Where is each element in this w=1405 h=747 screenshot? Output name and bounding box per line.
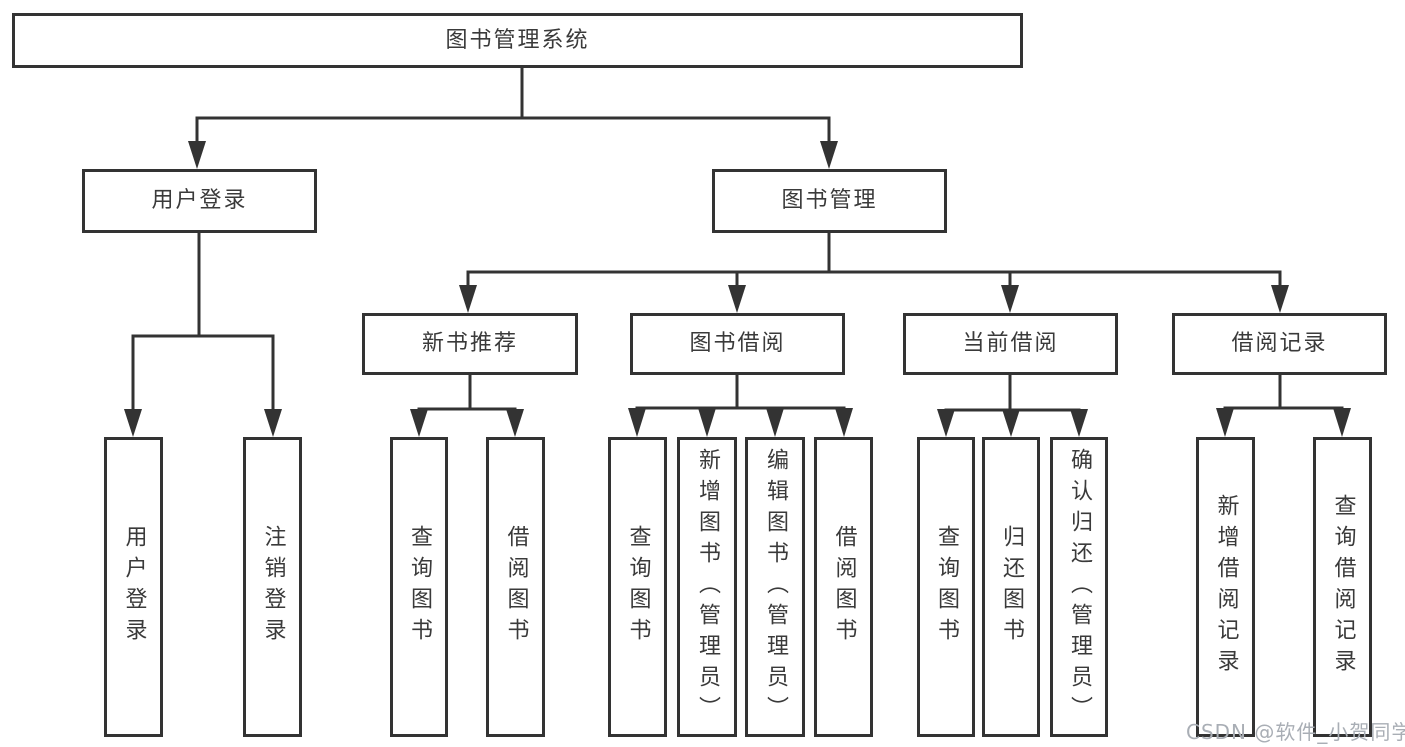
node-book-borrow: 图书借阅: [630, 313, 845, 375]
node-user-login: 用户登录: [82, 169, 317, 233]
leaf-user-login: 用户登录: [104, 437, 163, 737]
leaf-logout: 注销登录: [243, 437, 302, 737]
leaf-add-book-admin: 新增图书（管理员）: [677, 437, 737, 737]
leaf-return-book: 归还图书: [982, 437, 1040, 737]
leaf-query-books-borrow: 查询图书: [608, 437, 667, 737]
leaf-query-books-recommend: 查询图书: [390, 437, 448, 737]
node-root-library-system: 图书管理系统: [12, 13, 1023, 68]
leaf-add-borrow-record: 新增借阅记录: [1196, 437, 1255, 737]
node-book-management: 图书管理: [712, 169, 947, 233]
leaf-borrow-books: 借阅图书: [814, 437, 873, 737]
node-borrow-records: 借阅记录: [1172, 313, 1387, 375]
leaf-query-books-current: 查询图书: [917, 437, 975, 737]
leaf-edit-book-admin: 编辑图书（管理员）: [745, 437, 805, 737]
node-current-borrow: 当前借阅: [903, 313, 1118, 375]
leaf-query-borrow-record: 查询借阅记录: [1313, 437, 1372, 737]
csdn-watermark: CSDN @软件_小贺同学: [1186, 720, 1405, 744]
leaf-borrow-books-recommend: 借阅图书: [486, 437, 545, 737]
node-new-book-recommend: 新书推荐: [362, 313, 578, 375]
leaf-confirm-return-admin: 确认归还（管理员）: [1050, 437, 1108, 737]
